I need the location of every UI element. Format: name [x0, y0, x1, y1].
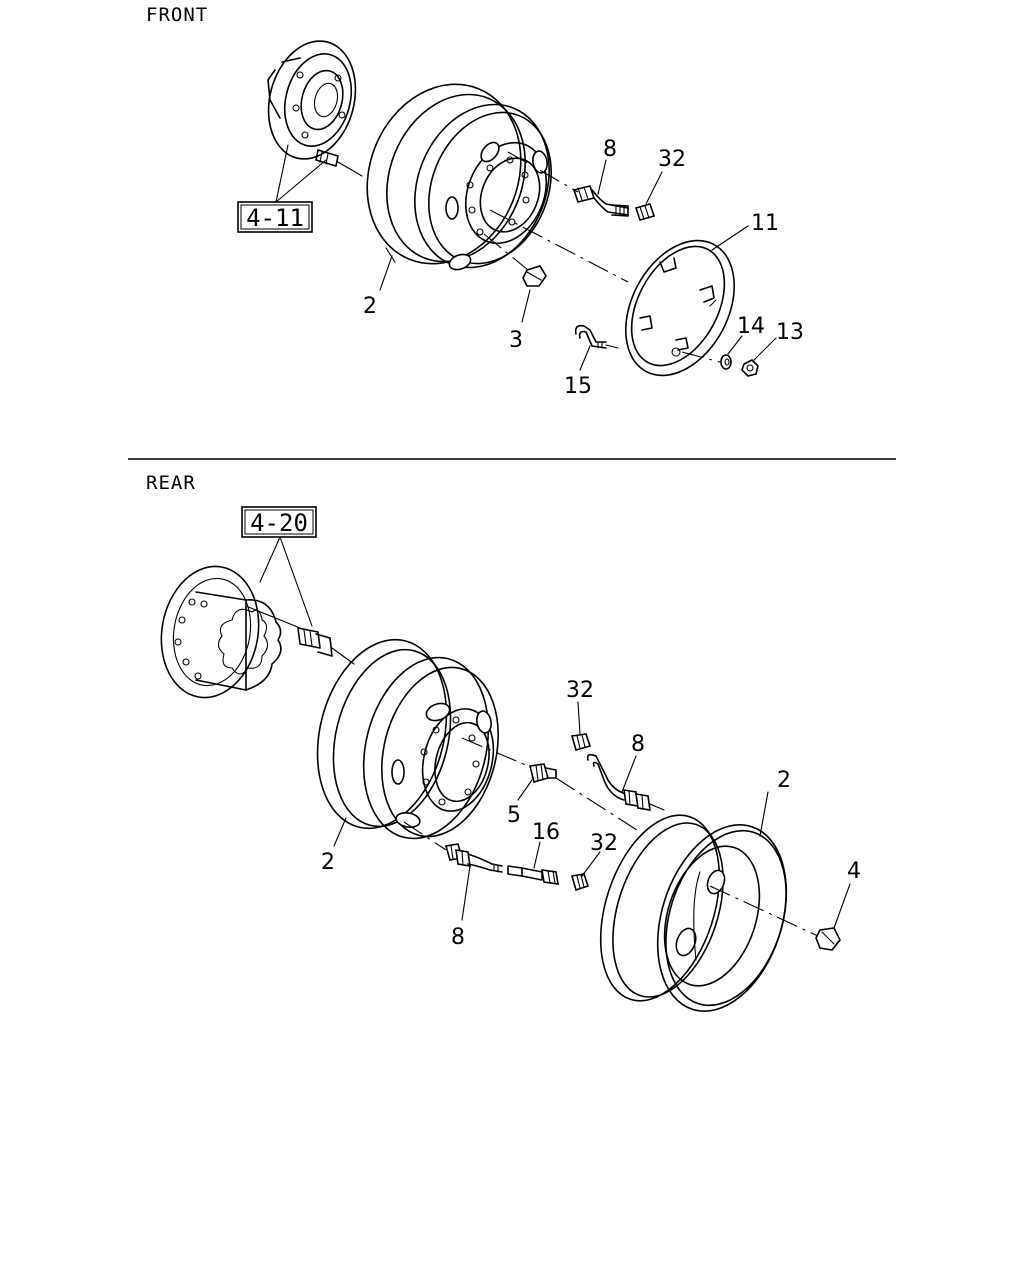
- callout-rear-valve-cap-upper: 32: [566, 678, 594, 703]
- rear-outer-nut: [815, 927, 841, 951]
- callout-rear-outer-wheel: 2: [777, 768, 791, 793]
- rear-callouts: 2 2 5 4 32 8 16 32 8: [321, 678, 861, 950]
- front-hub-reference[interactable]: 4-11: [237, 144, 327, 233]
- front-center-lines: [483, 151, 721, 363]
- callout-rear-inner-wheel: 2: [321, 850, 335, 875]
- callout-front-nut: 3: [509, 328, 523, 353]
- callout-rear-inner-nut: 5: [507, 803, 521, 828]
- rear-valve-extension-lower: [444, 843, 503, 873]
- callout-rear-valve-extension-upper: 8: [631, 732, 645, 757]
- callout-front-valve-extension: 8: [603, 137, 617, 162]
- rear-outer-wheel: [599, 814, 788, 1012]
- front-cover-nut: [741, 359, 759, 377]
- rear-valve-cap-lower: [570, 873, 590, 892]
- front-hub-reference-label: 4-11: [246, 204, 304, 232]
- front-hub: [267, 40, 357, 160]
- callout-rear-valve-adapter: 16: [532, 820, 560, 845]
- rear-hub-bolt: [297, 627, 355, 665]
- callout-front-valve-cap: 32: [658, 147, 686, 172]
- rear-section-title: REAR: [146, 472, 196, 494]
- callout-rear-valve-extension-lower: 8: [451, 925, 465, 950]
- rear-center-lines: [403, 737, 819, 937]
- rear-valve-cap-upper: [570, 733, 592, 751]
- rear-hub: [160, 565, 301, 699]
- front-cover-valve: [574, 324, 619, 349]
- front-hub-bolt: [315, 149, 363, 177]
- front-callouts: 2 3 8 32 11 14 13 15: [363, 137, 804, 399]
- callout-front-cover-nut: 13: [776, 320, 804, 345]
- rear-hub-reference[interactable]: 4-20: [241, 506, 317, 627]
- rear-valve-extension-upper: [586, 753, 665, 811]
- front-section-title: FRONT: [146, 4, 209, 26]
- rear-inner-nut: [529, 763, 557, 783]
- front-valve-cap: [634, 203, 656, 221]
- callout-rear-outer-nut: 4: [847, 859, 861, 884]
- front-wheel-cover: [624, 239, 736, 377]
- callout-front-cover-valve: 15: [564, 374, 592, 399]
- front-cover-washer: [720, 354, 732, 370]
- rear-hub-reference-label: 4-20: [250, 509, 308, 537]
- rear-valve-adapter: [507, 865, 559, 885]
- callout-front-wheel: 2: [363, 294, 377, 319]
- callout-rear-valve-cap-lower: 32: [590, 831, 618, 856]
- rear-inner-wheel: [316, 638, 499, 840]
- callout-front-wheel-cover: 11: [751, 211, 779, 236]
- front-wheel-nut: [522, 265, 547, 287]
- front-valve-extension: [573, 185, 629, 217]
- callout-front-washer: 14: [737, 314, 765, 339]
- front-wheel: [366, 83, 553, 271]
